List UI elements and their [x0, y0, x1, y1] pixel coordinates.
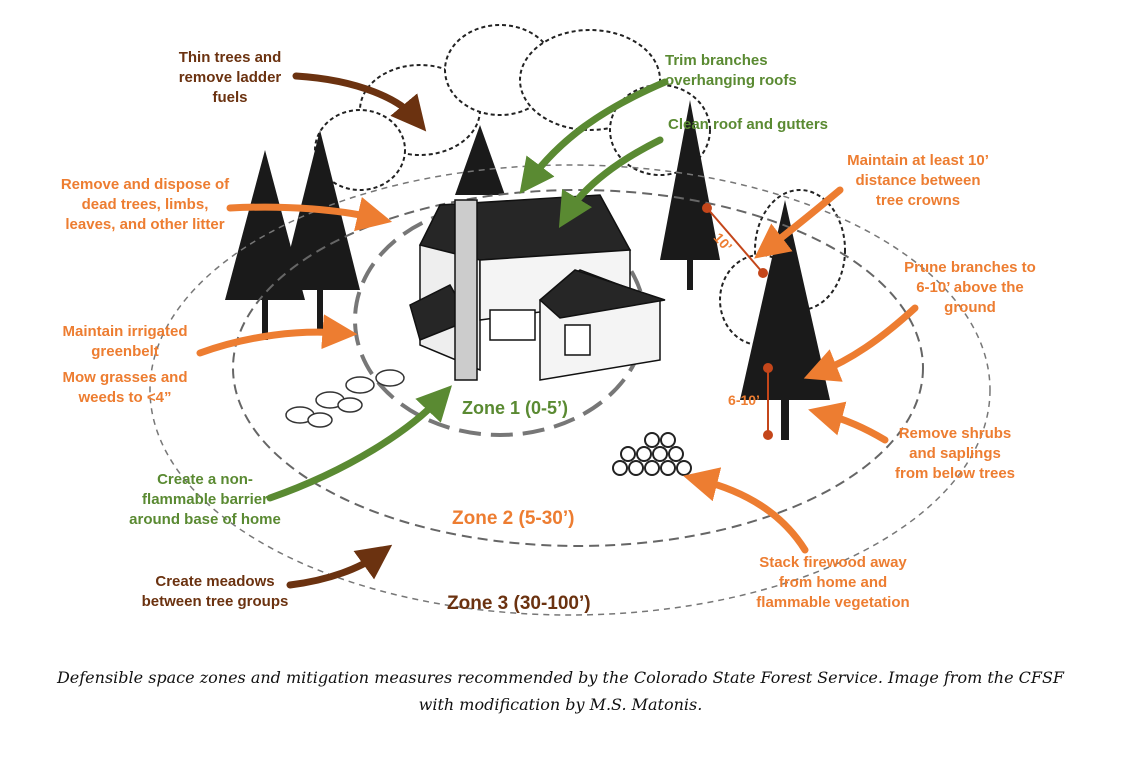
label-crown-distance: Maintain at least 10’ distance between t…	[847, 152, 989, 209]
firewood-stack	[612, 432, 692, 476]
house-illustration	[409, 194, 666, 381]
zone1-label: Zone 1 (0-5’)	[462, 398, 569, 418]
label-clean-roof: Clean roof and gutters	[668, 116, 829, 133]
label-meadows: Create meadows between tree groups	[141, 573, 289, 610]
label-trim-branches: Trim branches overhanging roofs	[665, 52, 797, 89]
arrow-greenbelt	[196, 314, 358, 357]
zone3-label: Zone 3 (30-100’)	[447, 593, 591, 614]
zone2-boundary	[232, 189, 924, 547]
arrow-thin-trees	[292, 72, 427, 132]
zone3-boundary	[149, 164, 991, 616]
label-mow: Mow grasses and weeds to <4”	[62, 369, 188, 406]
label-thin-trees: Thin trees and remove ladder fuels	[178, 49, 282, 106]
label-prune: Prune branches to 6-10’ above the ground	[904, 259, 1036, 316]
label-barrier: Create a non- flammable barrier around b…	[129, 471, 281, 528]
arrow-remove-shrubs	[808, 401, 889, 444]
arrow-clean-roof	[558, 136, 664, 228]
measure-lines	[702, 203, 773, 440]
arrow-prune	[803, 304, 919, 382]
arrow-firewood	[683, 467, 809, 554]
zone2-label: Zone 2 (5-30’)	[452, 508, 575, 529]
arrow-remove-dead	[226, 197, 393, 232]
arrow-meadows	[286, 544, 393, 589]
arrow-crown-distance	[754, 186, 844, 259]
stone-path	[285, 369, 405, 428]
label-remove-shrubs: Remove shrubs and saplings from below tr…	[894, 425, 1016, 482]
arrow-barrier	[266, 385, 452, 502]
arrow-trim-branches	[519, 78, 669, 194]
label-remove-dead: Remove and dispose of dead trees, limbs,…	[60, 176, 230, 233]
label-greenbelt: Maintain irrigated greenbelt	[62, 323, 188, 360]
label-firewood: Stack firewood away from home and flamma…	[756, 554, 910, 611]
figure-caption: Defensible space zones and mitigation me…	[56, 668, 1065, 714]
label-six-ten: 6-10’	[728, 392, 760, 408]
